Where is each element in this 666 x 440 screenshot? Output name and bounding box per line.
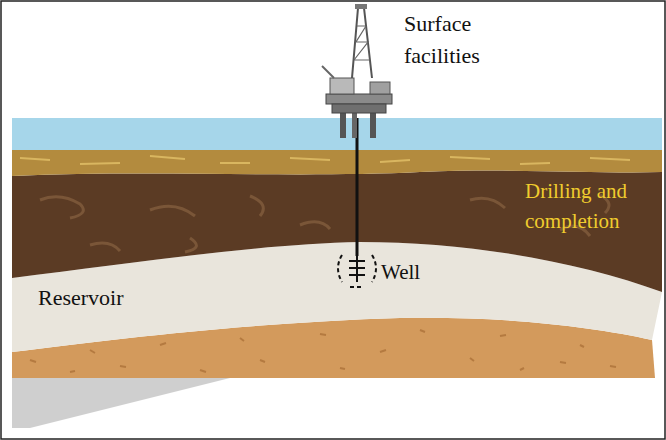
overburden-texture — [40, 195, 609, 252]
offshore-platform — [322, 4, 392, 138]
seabed-texture — [20, 156, 630, 164]
part-label: Well — [381, 257, 451, 287]
lower-wedge — [12, 378, 230, 428]
layer-label: Drilling and completion — [525, 176, 660, 237]
well-symbol — [338, 255, 376, 287]
sea-water — [12, 118, 662, 150]
part-label: Surface facilities — [404, 8, 524, 72]
well-bore — [356, 118, 359, 256]
layer-label: Reservoir — [38, 282, 158, 314]
seabed-layer — [12, 150, 662, 176]
overburden-layer — [12, 171, 662, 292]
